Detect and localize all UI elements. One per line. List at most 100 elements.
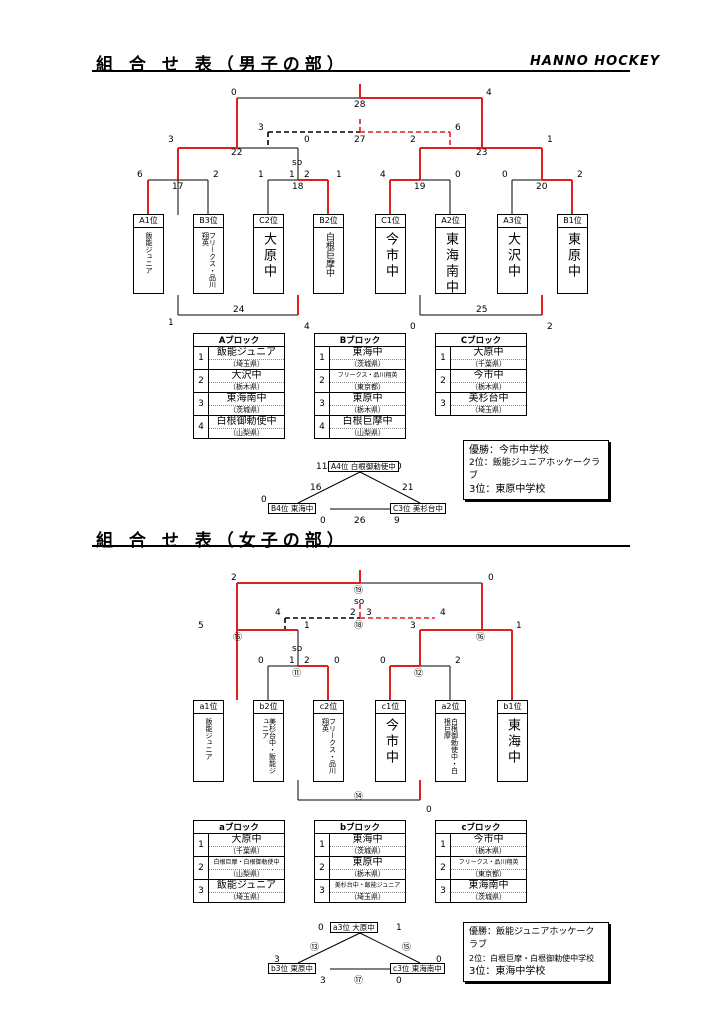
women-sf-right-score: 1 — [516, 621, 522, 631]
men-mini-right: C3位 美杉台中 — [390, 503, 446, 514]
mini-score: 3 — [274, 955, 280, 965]
prefecture: （千葉県） — [209, 846, 284, 856]
prefecture: （埼玉県） — [209, 359, 284, 369]
women-bracket: 2 0 ⑲ so 4 4 2 3 1 ⑱ 3 5 ⑮ ⑯ 1 so 0 1 2 … — [198, 570, 522, 815]
block-row: 大原中（千葉県） — [208, 833, 285, 857]
mini-score: 0 — [320, 516, 326, 526]
team-position: B3位 — [194, 215, 223, 228]
men-third-c1: 0 — [304, 135, 310, 145]
women-qf1-c1: 1 — [289, 656, 295, 666]
men-third-game-no: 27 — [354, 135, 365, 145]
team-name: 美杉台中 — [468, 393, 509, 404]
men-final-right-score: 4 — [486, 88, 492, 98]
women-qf1-left: 0 — [258, 656, 264, 666]
block-row: 東海中（茨城県） — [329, 346, 406, 370]
women-third-right: 4 — [440, 608, 446, 618]
men-consol-25: 25 — [476, 305, 487, 315]
women-qf1-game-no: ⑪ — [292, 668, 301, 679]
block-row: フリークス・品川翔英（東京都） — [329, 369, 406, 393]
team-position: A1位 — [134, 215, 163, 228]
men-third-left-score: 3 — [258, 123, 264, 133]
team-name: 今市中 — [473, 834, 504, 845]
women-qf2-right: 2 — [455, 656, 461, 666]
women-team-3: c2位フリークス・品川翔英 — [313, 700, 344, 782]
women-third-game-no: ⑱ — [354, 620, 363, 631]
men-third-right-score: 6 — [455, 123, 461, 133]
women-qf2-left: 0 — [380, 656, 386, 666]
team-name: 大原中 — [473, 347, 504, 358]
men-sf-right-score: 1 — [547, 135, 553, 145]
row-number: 3 — [193, 879, 209, 903]
mini-score: 16 — [310, 483, 322, 493]
men-third-c2: 2 — [410, 135, 416, 145]
team-name: フリークス・品川翔英 — [201, 232, 217, 288]
women-qf1-right: 0 — [334, 656, 340, 666]
men-result-second: 2位：飯能ジュニアホッケークラブ — [469, 458, 601, 481]
team-name: 大原中 — [231, 834, 262, 845]
women-qf2-game-no: ⑫ — [414, 668, 423, 679]
team-name: 飯能ジュニア — [205, 718, 213, 760]
men-team-5: C1位今市中 — [375, 214, 406, 294]
prefecture: （埼玉県） — [209, 892, 284, 902]
block-row: 東海南中（茨城県） — [450, 879, 527, 903]
prefecture: （山梨県） — [330, 428, 405, 438]
team-name: 東海南中 — [468, 880, 509, 891]
men-qf2-left: 1 — [258, 170, 264, 180]
prefecture: （栃木県） — [209, 382, 284, 392]
team-name: 飯能ジュニア — [216, 347, 277, 358]
prefecture: （山梨県） — [209, 869, 284, 879]
men-consol-24-right: 4 — [304, 322, 310, 332]
team-position: a1位 — [194, 701, 223, 714]
team-position: C1位 — [376, 215, 405, 228]
block-row: 大原中（千葉県） — [450, 346, 527, 370]
men-qf4-game-no: 20 — [536, 182, 548, 192]
women-third-c3: 1 — [304, 621, 310, 631]
team-name: 飯能ジュニア — [216, 880, 277, 891]
men-consol-25-left: 0 — [410, 322, 416, 332]
prefecture: （栃木県） — [451, 846, 526, 856]
men-sf-left-score: 3 — [168, 135, 174, 145]
men-team-8: B1位東原中 — [557, 214, 588, 294]
block-row: 美杉台中・飯能ジュニア（埼玉県） — [329, 879, 406, 903]
team-position: A2位 — [436, 215, 465, 228]
mini-score: 9 — [394, 516, 400, 526]
men-qf3-left: 4 — [380, 170, 386, 180]
men-final-left-score: 0 — [231, 88, 237, 98]
women-third-c2: 3 — [366, 608, 372, 618]
team-position: c2位 — [314, 701, 343, 714]
men-qf2-c2: 2 — [304, 170, 310, 180]
team-name: 大沢中 — [505, 232, 520, 280]
block-row: 白根巨摩・白根御勅使中（山梨県） — [208, 856, 285, 880]
prefecture: （東京都） — [330, 382, 405, 392]
mini-score: 0 — [436, 955, 442, 965]
women-consol-14-right: 0 — [426, 805, 432, 815]
prefecture: （茨城県） — [451, 892, 526, 902]
men-qf2-game-no: 18 — [292, 182, 304, 192]
prefecture: （栃木県） — [330, 869, 405, 879]
women-sf-left-score: 5 — [198, 621, 204, 631]
team-name: 東海南中 — [443, 232, 458, 296]
team-position: C2位 — [254, 215, 283, 228]
team-position: b1位 — [498, 701, 527, 714]
men-team-4: B2位白根巨摩中 — [313, 214, 344, 294]
team-name: フリークス・品川翔英 — [458, 859, 519, 866]
women-final-left-score: 2 — [231, 573, 237, 583]
men-title-rule — [92, 70, 630, 72]
team-name: 今市中 — [473, 370, 504, 381]
team-name: 美杉台中・飯能ジュニア — [334, 882, 401, 889]
women-team-6: b1位東海中 — [497, 700, 528, 782]
team-name: 大原中 — [261, 232, 276, 280]
women-final-so: so — [354, 597, 365, 607]
men-team-3: C2位大原中 — [253, 214, 284, 294]
block-row: 今市中（栃木県） — [450, 833, 527, 857]
women-third-left: 4 — [275, 608, 281, 618]
brand-logo: HANNO HOCKEY — [530, 54, 661, 69]
team-name: 白根御勅使中 — [216, 416, 277, 427]
block-row: 東原中（栃木県） — [329, 856, 406, 880]
block-row: 美杉台中（埼玉県） — [450, 392, 527, 416]
block-row: 白根巨摩中（山梨県） — [329, 415, 406, 439]
men-qf4-left: 0 — [502, 170, 508, 180]
team-name: 美杉台中・飯能ジュニア — [261, 718, 277, 774]
